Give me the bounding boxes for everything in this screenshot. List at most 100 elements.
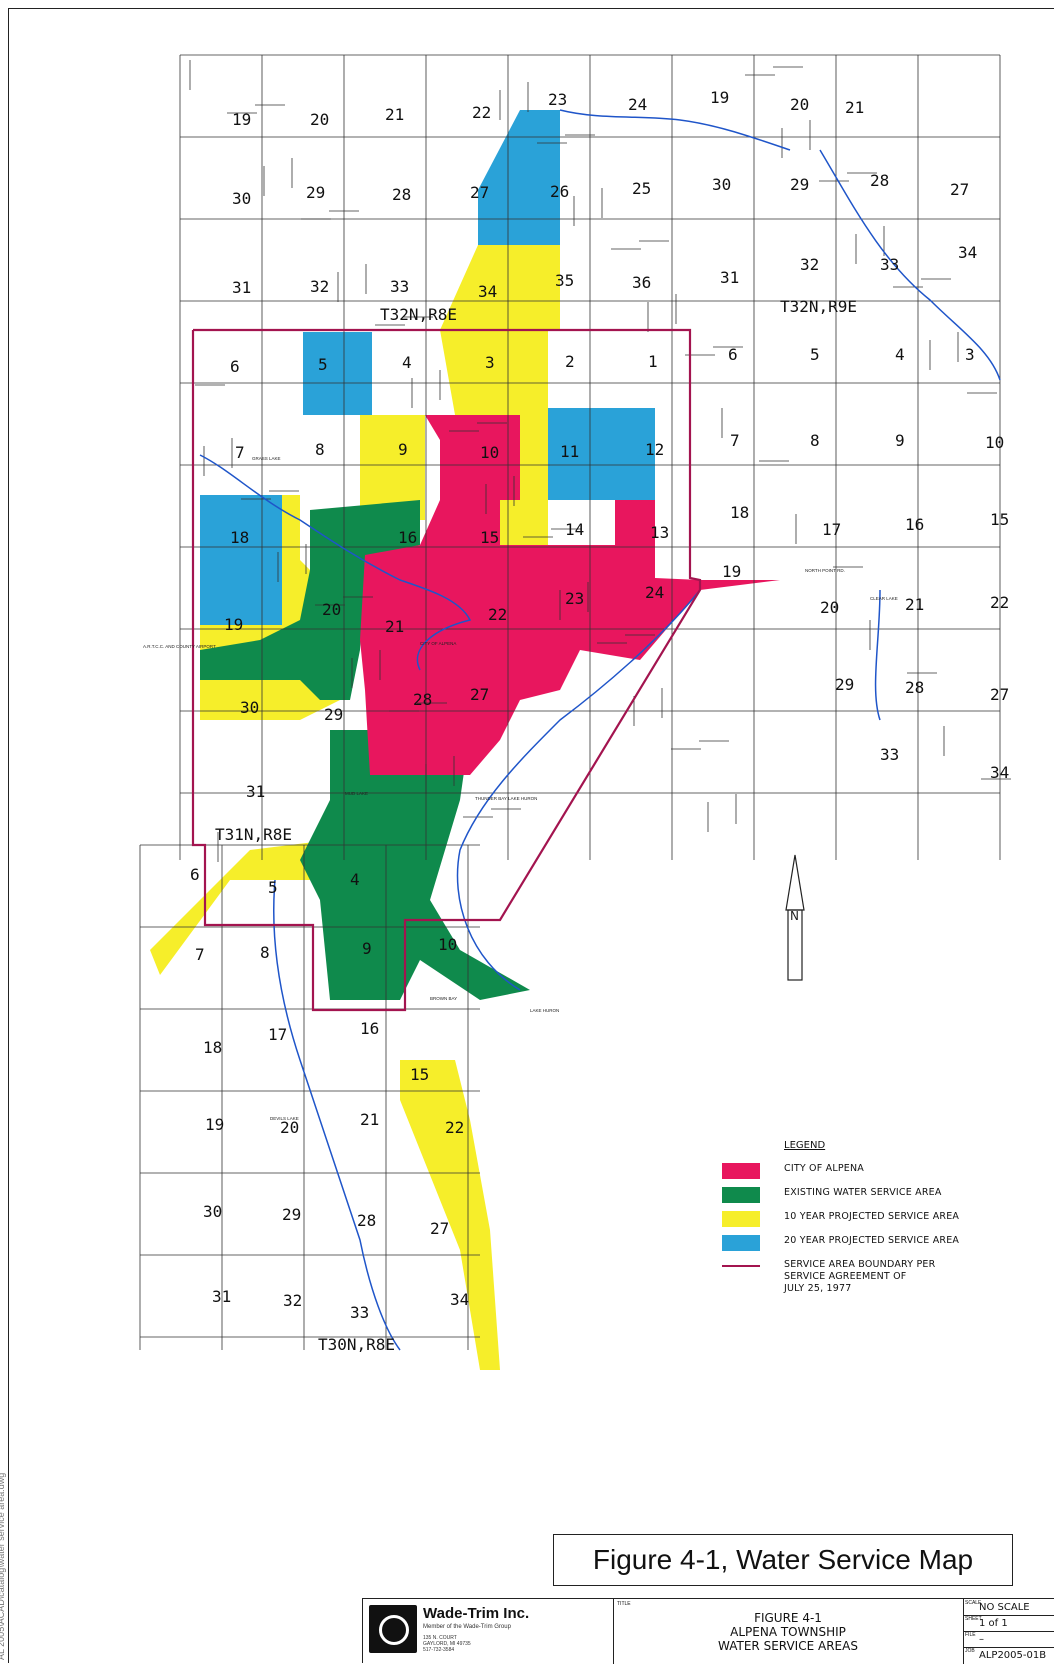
section-number: 10 xyxy=(480,443,499,462)
zone-existing-south xyxy=(300,730,530,1000)
section-number: 16 xyxy=(905,515,924,534)
drawing-sheet xyxy=(8,8,1054,1663)
section-number: 15 xyxy=(410,1065,429,1084)
section-number: 30 xyxy=(203,1202,222,1221)
job-tag: JOB xyxy=(965,1648,975,1654)
section-number: 17 xyxy=(822,520,841,539)
legend-label: SERVICE AREA BOUNDARY PER SERVICE AGREEM… xyxy=(784,1259,936,1294)
section-number: 29 xyxy=(282,1205,301,1224)
road-label: NORTH POINT RD. xyxy=(805,568,845,573)
sheet-tag: SHEET xyxy=(965,1616,982,1622)
company-address: 135 N. COURT GAYLORD, MI 49735 517-732-3… xyxy=(423,1635,471,1653)
section-number: 34 xyxy=(478,282,497,301)
section-number: 22 xyxy=(445,1118,464,1137)
township-label: T30N,R8E xyxy=(318,1335,395,1354)
zone-20yr-sec5 xyxy=(303,332,372,415)
section-number: 21 xyxy=(385,105,404,124)
city-label: CITY OF ALPENA xyxy=(420,641,456,646)
section-number: 20 xyxy=(820,598,839,617)
section-number: 19 xyxy=(232,110,251,129)
section-number: 31 xyxy=(246,782,265,801)
legend-item: EXISTING WATER SERVICE AREA xyxy=(722,1187,982,1203)
section-number: 8 xyxy=(315,440,325,459)
north-arrow-label: N xyxy=(790,909,799,923)
section-number: 27 xyxy=(430,1219,449,1238)
section-number: 4 xyxy=(350,870,360,889)
section-number: 35 xyxy=(555,271,574,290)
township-labels: T32N,R8E T32N,R9E T31N,R8E T30N,R8E xyxy=(215,297,857,1354)
zone-20yr-north xyxy=(478,110,560,255)
legend-title: LEGEND xyxy=(784,1140,826,1151)
scale-value: NO SCALE xyxy=(979,1602,1030,1613)
legend-label: 20 YEAR PROJECTED SERVICE AREA xyxy=(784,1235,960,1246)
north-arrow: N xyxy=(785,854,805,981)
zone-10yr-coast xyxy=(400,1060,500,1370)
section-number: 21 xyxy=(385,617,404,636)
section-number: 18 xyxy=(730,503,749,522)
section-number: 23 xyxy=(565,589,584,608)
section-number: 29 xyxy=(306,183,325,202)
section-number: 24 xyxy=(645,583,664,602)
job-row: JOB ALP2005-01B xyxy=(963,1647,1054,1663)
section-number: 15 xyxy=(480,528,499,547)
section-number: 33 xyxy=(880,255,899,274)
grass-lake-label: GRASS LAKE xyxy=(252,456,281,461)
section-number: 25 xyxy=(632,179,651,198)
section-number: 34 xyxy=(990,763,1009,782)
section-number: 7 xyxy=(730,431,740,450)
mud-lake-label: MUD LAKE xyxy=(345,791,368,796)
section-number: 10 xyxy=(438,935,457,954)
file-row: FILE – xyxy=(963,1631,1054,1648)
section-number: 19 xyxy=(710,88,729,107)
section-number: 5 xyxy=(268,878,278,897)
place-labels: A.R.T.C.C. AND COUNTY AIRPORT CITY OF AL… xyxy=(143,456,898,1121)
section-number: 7 xyxy=(195,945,205,964)
service-zones xyxy=(150,110,780,1370)
company-subtitle: Member of the Wade-Trim Group xyxy=(423,1624,511,1630)
north-arrow-shaft xyxy=(787,909,803,981)
company-logo-icon xyxy=(369,1605,417,1653)
section-number: 29 xyxy=(790,175,809,194)
section-number: 27 xyxy=(470,685,489,704)
file-value: – xyxy=(979,1634,984,1645)
section-number: 29 xyxy=(324,705,343,724)
parcel-grid xyxy=(139,54,1011,1350)
brown-bay-label: BROWN BAY xyxy=(430,996,457,1001)
township-label: T32N,R9E xyxy=(780,297,857,316)
section-number: 27 xyxy=(950,180,969,199)
section-number: 30 xyxy=(232,189,251,208)
scale-tag: SCALE xyxy=(965,1600,982,1606)
legend-item: 20 YEAR PROJECTED SERVICE AREA xyxy=(722,1235,982,1251)
section-number: 27 xyxy=(470,183,489,202)
section-number: 18 xyxy=(203,1038,222,1057)
section-number: 5 xyxy=(810,345,820,364)
lake-huron-label: LAKE HURON xyxy=(530,1008,559,1013)
section-number: 19 xyxy=(722,562,741,581)
section-number: 11 xyxy=(560,442,579,461)
section-number: 29 xyxy=(835,675,854,694)
section-number: 28 xyxy=(357,1211,376,1230)
legend-swatch xyxy=(722,1265,760,1267)
section-number: 31 xyxy=(232,278,251,297)
section-number: 33 xyxy=(880,745,899,764)
zone-10yr-9 xyxy=(360,415,425,520)
section-number: 20 xyxy=(322,600,341,619)
legend-label: EXISTING WATER SERVICE AREA xyxy=(784,1187,942,1198)
zone-existing-core xyxy=(200,500,420,700)
section-number: 20 xyxy=(790,95,809,114)
legend-label: 10 YEAR PROJECTED SERVICE AREA xyxy=(784,1211,960,1222)
lake-huron-shore xyxy=(456,589,701,991)
section-number: 9 xyxy=(362,939,372,958)
section-number: 28 xyxy=(870,171,889,190)
section-numbers: 19 20 21 22 23 24 19 20 21 30 29 28 27 26 25 30 29 28 27 31… xyxy=(190,88,1009,1322)
township-label: T31N,R8E xyxy=(215,825,292,844)
section-number: 28 xyxy=(413,690,432,709)
section-number: 22 xyxy=(472,103,491,122)
drawing-title: FIGURE 4-1 ALPENA TOWNSHIP WATER SERVICE… xyxy=(718,1611,858,1653)
section-number: 26 xyxy=(550,182,569,201)
section-number: 6 xyxy=(728,345,738,364)
section-number: 22 xyxy=(488,605,507,624)
section-number: 20 xyxy=(310,110,329,129)
